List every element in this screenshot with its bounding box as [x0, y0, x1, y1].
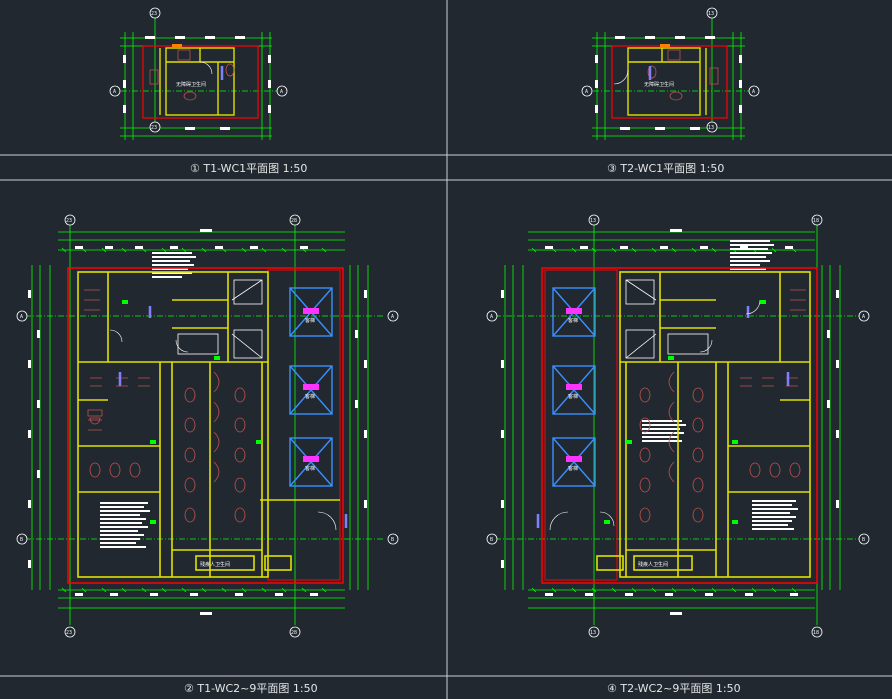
- grid-bubble: 23: [66, 218, 72, 224]
- grid-bubble: B: [391, 537, 394, 543]
- grid-bubble: A: [490, 314, 493, 320]
- grid-bubble: A: [862, 314, 865, 320]
- plan-t2-wc1: 无障碍卫生间 13 13 A A: [581, 7, 760, 140]
- plan-t1-wc2: 客梯 客梯 客梯 残疾人卫生间 23 28 23 28: [16, 214, 399, 638]
- grid-bubble: 28: [291, 630, 297, 636]
- elevator-label: 客梯: [305, 317, 315, 324]
- grid-bubble: A: [585, 89, 588, 95]
- grid-bubble: B: [490, 537, 493, 543]
- grid-bubble: A: [752, 89, 755, 95]
- grid-bubble: 13: [708, 11, 714, 17]
- title-t1-wc2: ② T1-WC2~9平面图 1:50: [184, 682, 318, 695]
- grid-bubble: 23: [151, 125, 157, 131]
- grid-bubble: 18: [813, 218, 819, 224]
- grid-bubble: B: [862, 537, 865, 543]
- grid-bubble: A: [280, 89, 283, 95]
- elevator-label: 客梯: [568, 393, 578, 400]
- title-t2-wc2: ④ T2-WC2~9平面图 1:50: [607, 682, 741, 695]
- grid-bubble: 18: [813, 630, 819, 636]
- grid-bubble: A: [113, 89, 116, 95]
- title-t1-wc1: ① T1-WC1平面图 1:50: [190, 162, 307, 175]
- plan-t2-wc2: 客梯 客梯 客梯 残疾人卫生间 13 18 13 18 A: [486, 214, 870, 638]
- room-label-t2-wc1: 无障碍卫生间: [644, 81, 674, 88]
- elevator-label: 客梯: [568, 317, 578, 324]
- bottom-room-label: 残疾人卫生间: [638, 561, 668, 568]
- bottom-room-label: 残疾人卫生间: [200, 561, 230, 568]
- grid-bubble: 13: [590, 630, 596, 636]
- grid-bubble: 13: [590, 218, 596, 224]
- grid-bubble: 23: [151, 11, 157, 17]
- grid-bubble: 23: [66, 630, 72, 636]
- grid-bubble: A: [391, 314, 394, 320]
- elevator-label: 客梯: [568, 465, 578, 472]
- grid-bubble: B: [20, 537, 23, 543]
- grid-bubble: A: [20, 314, 23, 320]
- plan-t1-wc1: 无障碍卫生间 23 23 A A: [109, 7, 288, 140]
- room-label-t1-wc1: 无障碍卫生间: [176, 81, 206, 88]
- elevator-label: 客梯: [305, 465, 315, 472]
- title-t2-wc1: ③ T2-WC1平面图 1:50: [607, 162, 724, 175]
- grid-bubble: 13: [708, 125, 714, 131]
- grid-bubble: 28: [291, 218, 297, 224]
- elevator-label: 客梯: [305, 393, 315, 400]
